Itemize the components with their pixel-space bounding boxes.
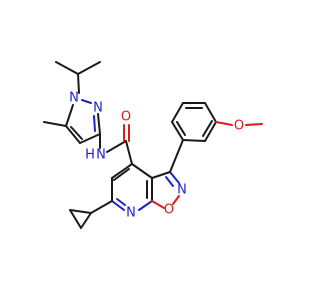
bond-pyridine-c6-n-double <box>116 198 126 206</box>
bond-pyrazole-c5-c4-double <box>70 126 83 140</box>
bond-carbonyl-c-c4 <box>125 140 133 165</box>
bond-isoxazole-c3-n-double <box>165 176 174 187</box>
bond-isoxazole-c3-n <box>169 171 180 184</box>
atom-label-isoxazole-o: O <box>164 203 174 218</box>
bond-nh-carbonyl-c <box>106 140 127 153</box>
bond-pyridine-c4-c5-double <box>113 168 130 181</box>
bond-cyclopropyl-a <box>69 209 92 214</box>
bond-pyrazole-c5-c4 <box>65 125 81 144</box>
bond-pyridine-c4-c5 <box>111 163 133 179</box>
bond-pyridine-n-c7a <box>138 200 153 211</box>
atom-label-amide-n: N <box>96 148 106 163</box>
bond-pyrazole-n2-n1 <box>81 99 92 104</box>
bond-phenyl-1-2 <box>182 139 206 142</box>
bond-phenyl-6-1-double <box>176 121 186 136</box>
bond-pyridine-c3a-c4 <box>131 163 153 179</box>
bond-o-methyl <box>245 123 263 126</box>
atom-label-carbonyl-o: O <box>121 110 131 125</box>
bond-pyrazole-c4-c3 <box>79 133 101 144</box>
bond-phenyl-o-methoxy <box>215 121 233 126</box>
atom-label-isoxazole-n: N <box>177 183 187 198</box>
bond-cyclopropyl-b <box>69 209 82 229</box>
bond-phenyl-5-6 <box>171 102 184 123</box>
bond-phenyl-6-1 <box>171 121 184 141</box>
atom-label-pyrazole-n2: N <box>93 101 103 116</box>
bond-isoxazole-o-c7a <box>151 200 165 209</box>
atom-label-pyrazole-n1: N <box>69 91 79 106</box>
bond-cyclopropyl-c <box>80 212 92 229</box>
bond-phenyl-2-3-double <box>202 120 213 137</box>
bond-isoxazole-c3a-c3 <box>151 171 171 179</box>
bond-phenyl-3-4 <box>204 102 217 123</box>
bond-pyrazole-c5-methyl <box>43 121 67 127</box>
atom-label-methoxy-o: O <box>234 119 244 134</box>
bond-isopropyl-methyl-left <box>55 61 79 75</box>
bond-phenyl-2-3 <box>204 121 217 142</box>
bond-pyridine-c6-cyclopropyl <box>90 200 113 214</box>
bond-pyrazole-c3-n2 <box>97 113 101 135</box>
bond-pyridine-c6-n <box>111 200 125 211</box>
bond-c3-phenyl <box>169 139 184 173</box>
bond-isopropyl-ch-n <box>77 73 80 94</box>
bond-isopropyl-methyl-right <box>77 61 101 75</box>
molecule-structure-diagram: N N N H O O N O N <box>43 61 263 229</box>
bond-pyrazole-c3-n2-double <box>93 115 96 132</box>
atom-label-pyridine-n: N <box>126 206 136 221</box>
bond-pyrazole-n1-c5 <box>65 104 74 127</box>
bond-isoxazole-n-o <box>172 195 180 205</box>
atom-label-amide-h: H <box>85 148 95 163</box>
